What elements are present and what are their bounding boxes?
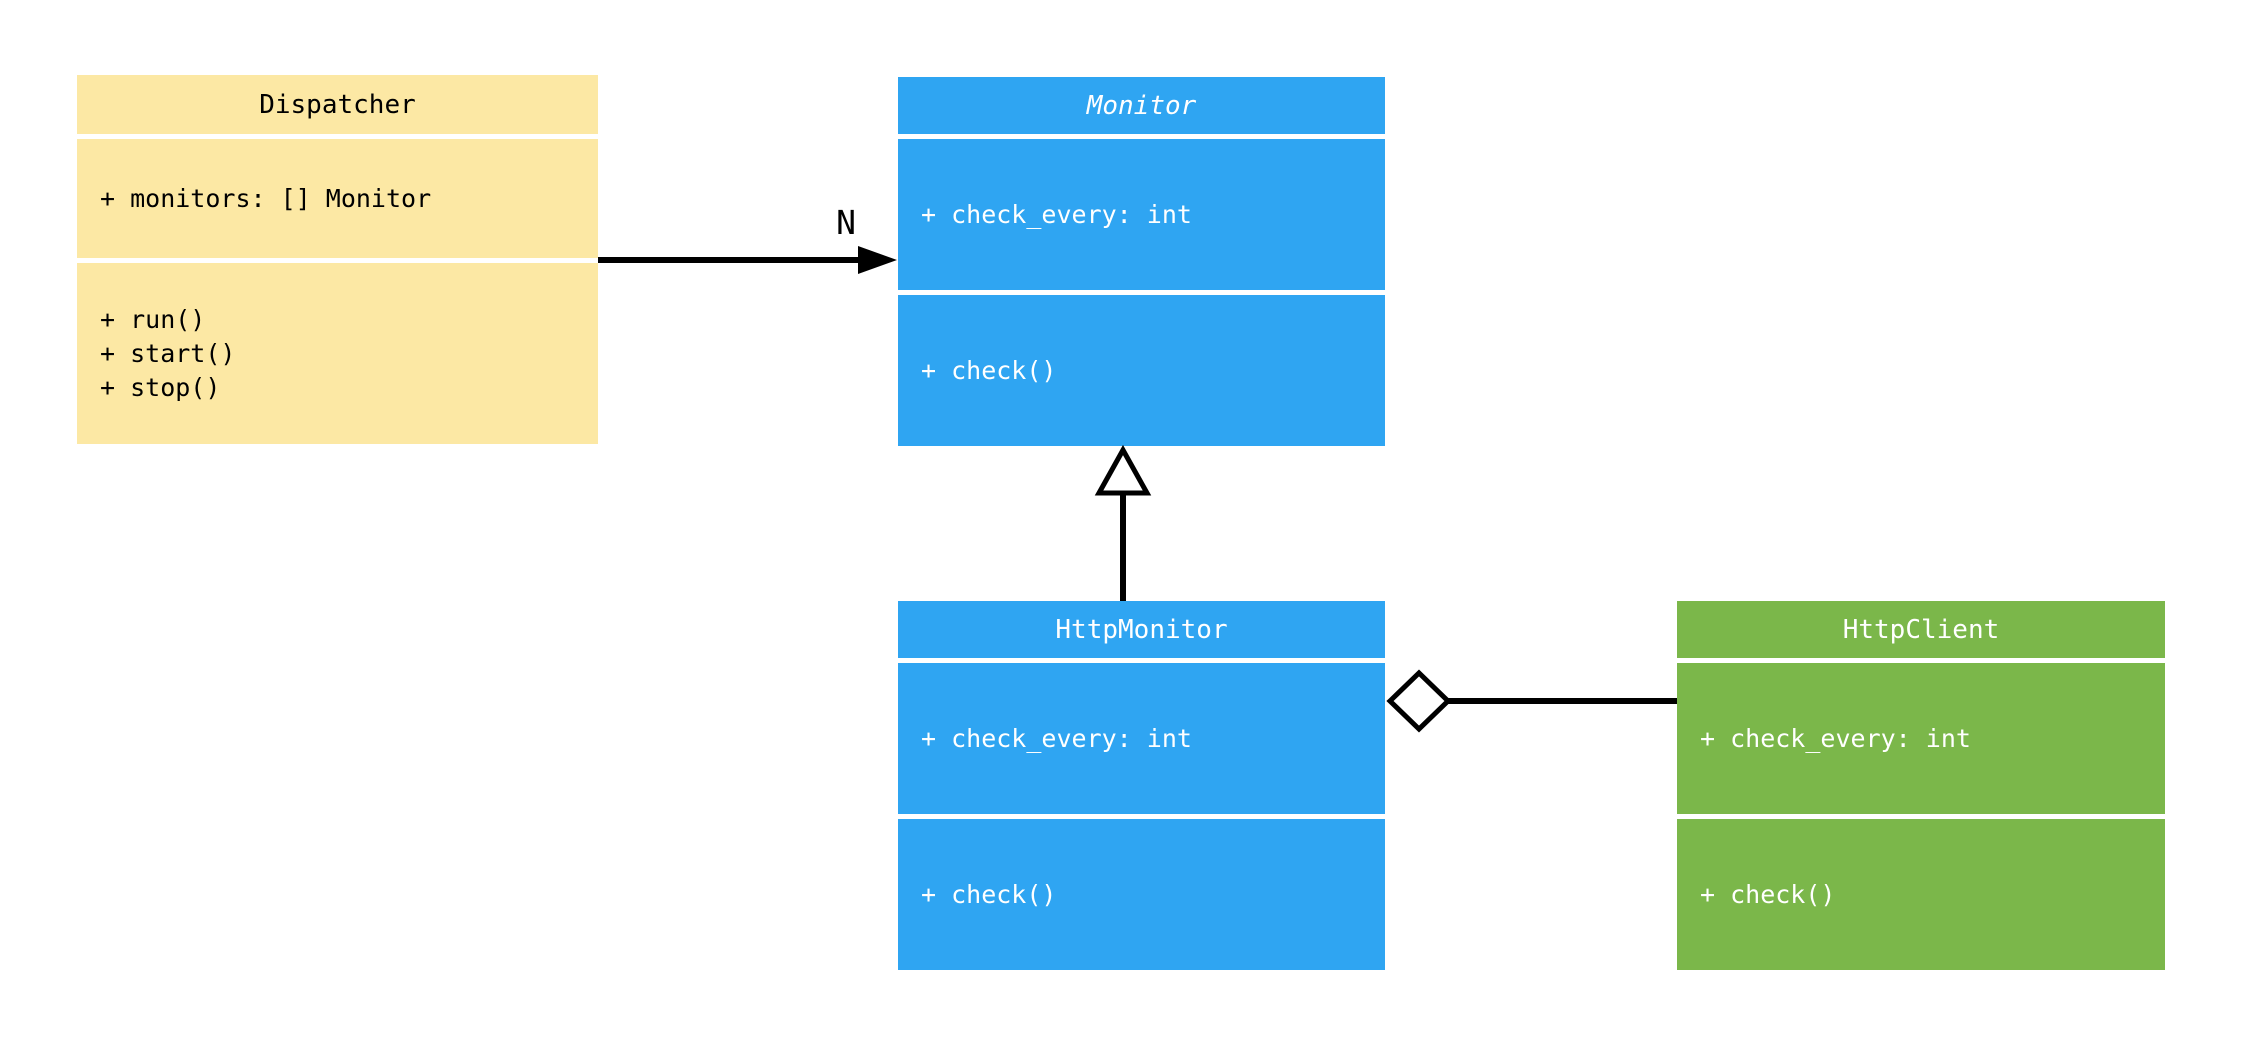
class-title-monitor: Monitor	[898, 77, 1385, 134]
attributes-compartment: + check_every: int	[898, 139, 1385, 290]
method-line: + stop()	[100, 372, 221, 402]
methods-compartment: + check()	[898, 295, 1385, 446]
association-arrowhead	[858, 246, 897, 274]
class-name: HttpMonitor	[1055, 614, 1228, 645]
attributes-compartment: + check_every: int	[1677, 663, 2165, 814]
aggregation-diamond	[1386, 669, 1452, 733]
class-title-http-client: HttpClient	[1677, 601, 2165, 658]
attribute-line: + check_every: int	[921, 199, 1192, 229]
multiplicity-label: N	[836, 203, 856, 242]
class-name: Dispatcher	[259, 89, 416, 120]
methods-compartment: + check()	[1677, 819, 2165, 970]
class-box-dispatcher: Dispatcher + monitors: [] Monitor + run(…	[77, 75, 598, 444]
class-box-monitor: Monitor + check_every: int + check()	[898, 77, 1385, 446]
attributes-compartment: + check_every: int	[898, 663, 1385, 814]
method-line: + check()	[1700, 879, 1836, 909]
method-line: + check()	[921, 879, 1057, 909]
class-name: Monitor	[1086, 90, 1197, 121]
method-line: + run()	[100, 304, 206, 334]
attribute-line: + check_every: int	[1700, 723, 1971, 753]
method-line: + check()	[921, 355, 1057, 385]
inheritance-triangle	[1094, 444, 1152, 496]
attributes-compartment: + monitors: [] Monitor	[77, 139, 598, 258]
class-box-http-monitor: HttpMonitor + check_every: int + check()	[898, 601, 1385, 970]
class-title-http-monitor: HttpMonitor	[898, 601, 1385, 658]
methods-compartment: + run() + start() + stop()	[77, 263, 598, 444]
methods-compartment: + check()	[898, 819, 1385, 970]
attribute-line: + check_every: int	[921, 723, 1192, 753]
class-title-dispatcher: Dispatcher	[77, 75, 598, 134]
class-name: HttpClient	[1842, 614, 2000, 645]
class-box-http-client: HttpClient + check_every: int + check()	[1677, 601, 2165, 970]
attribute-line: + monitors: [] Monitor	[100, 183, 432, 213]
method-line: + start()	[100, 338, 236, 368]
